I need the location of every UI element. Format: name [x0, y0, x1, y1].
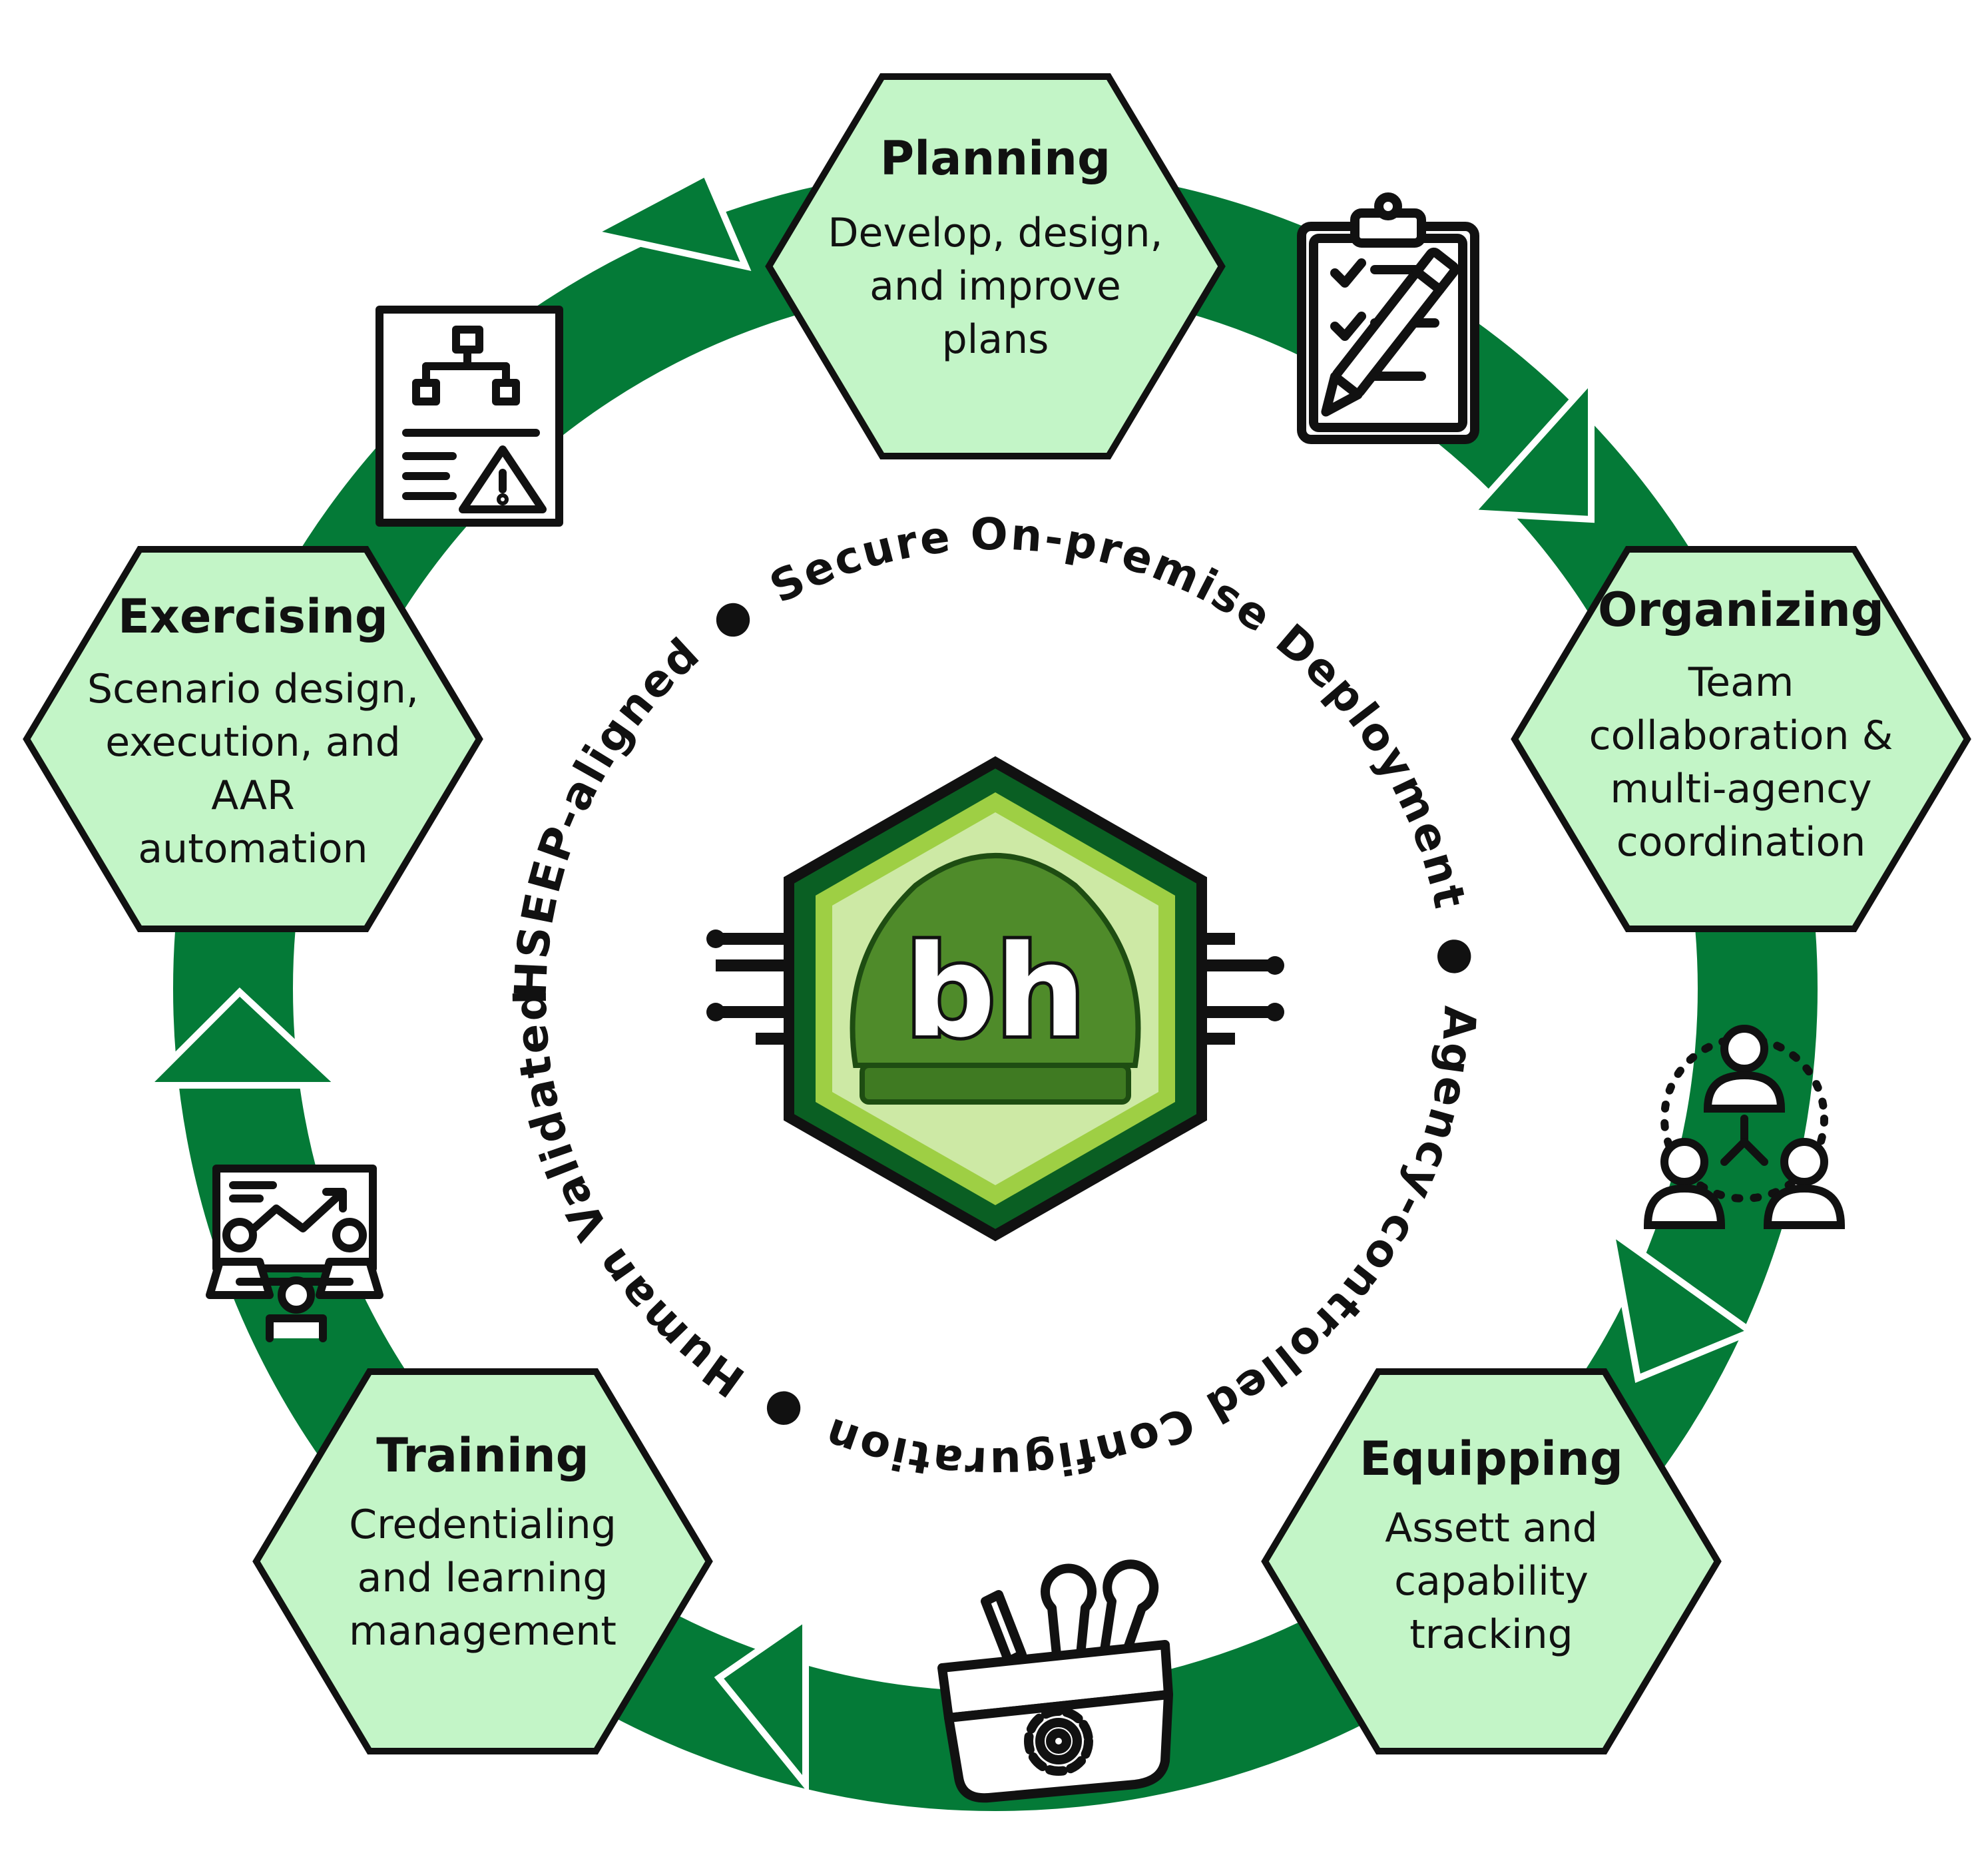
- stage-hexagon: [1261, 1368, 1722, 1754]
- arrowhead-to-equipping: [1606, 1224, 1758, 1383]
- presentation-meeting-icon: [206, 1165, 383, 1342]
- stage-description-line: coordination: [1616, 819, 1866, 866]
- bh-logo: bh: [706, 756, 1284, 1242]
- stage-description-line: collaboration &: [1589, 712, 1893, 759]
- stage-description-line: execution, and: [105, 719, 400, 766]
- ring-phrase-hseep: HSEEP-aligned: [505, 627, 710, 999]
- flowchart-warning-icon: [375, 306, 563, 527]
- stage-hexagon: [23, 546, 483, 932]
- arrowhead-to-organizing: [1464, 370, 1595, 523]
- stage-description-line: capability: [1394, 1558, 1589, 1605]
- toolbox-icon: [937, 1559, 1173, 1803]
- stage-title: Exercising: [118, 589, 388, 644]
- stage-description-line: Team: [1688, 659, 1794, 706]
- stage-description-line: AAR: [211, 772, 294, 819]
- stage-description-line: plans: [942, 316, 1049, 363]
- stage-description-line: Assett and: [1385, 1505, 1597, 1551]
- stage-title: Training: [376, 1428, 589, 1483]
- arrowhead-to-training: [714, 1611, 809, 1794]
- arrowhead-to-planning: [583, 168, 752, 271]
- stage-description-line: tracking: [1409, 1611, 1573, 1658]
- stage-description-line: Develop, design,: [828, 210, 1162, 256]
- stage-title: Organizing: [1598, 583, 1884, 637]
- stage-hexagon: [252, 1368, 713, 1754]
- team-hierarchy-icon: [1643, 1025, 1846, 1229]
- stage-description-line: multi-agency: [1610, 766, 1871, 812]
- stage-title: Planning: [880, 131, 1111, 186]
- logo-text: bh: [905, 918, 1085, 1065]
- ring-phrase-human: Human Validated: [505, 987, 754, 1407]
- stage-description-line: automation: [138, 826, 368, 872]
- stage-description-line: Credentialing: [349, 1501, 617, 1548]
- stage-title: Equipping: [1360, 1432, 1623, 1486]
- stage-hexagon: [765, 73, 1226, 459]
- stage-hexagon: [1511, 546, 1971, 932]
- clipboard-checklist-icon: [1297, 192, 1479, 444]
- stage-description-line: management: [349, 1608, 617, 1655]
- stage-description-line: and improve: [870, 263, 1121, 310]
- cycle-arrowheads: [138, 168, 1758, 1794]
- arrowhead-to-exercising: [138, 987, 348, 1089]
- stage-description-line: Scenario design,: [87, 666, 419, 712]
- stage-description-line: and learning: [358, 1555, 609, 1601]
